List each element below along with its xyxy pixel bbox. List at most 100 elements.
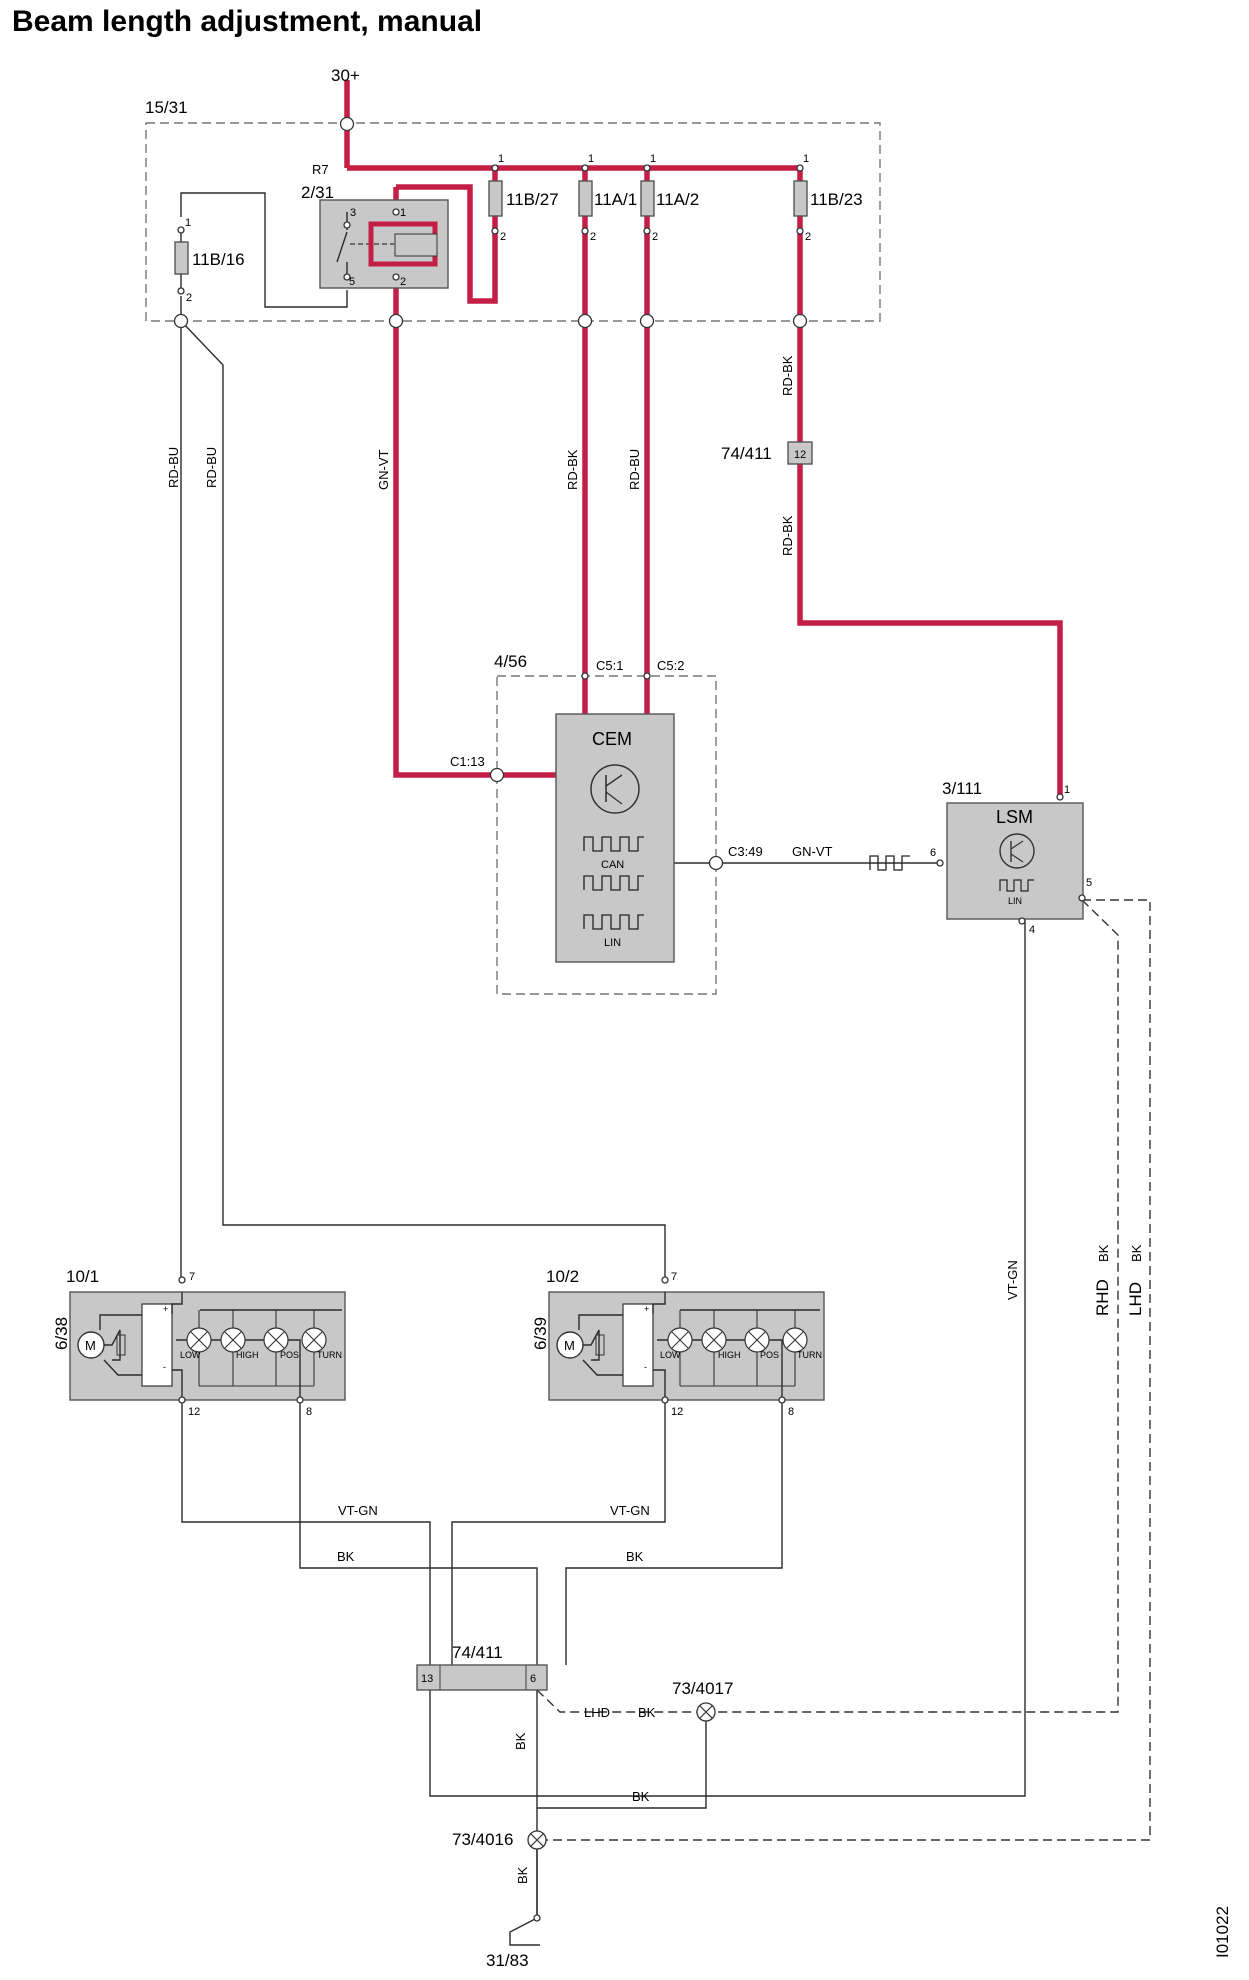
bk-label-4017: BK <box>638 1705 656 1720</box>
fuse-11b23 <box>793 180 808 217</box>
lamp-turn-left: TURN <box>317 1350 342 1360</box>
wire-color-label: BK <box>337 1549 355 1564</box>
cem-label: CEM <box>592 729 632 749</box>
pin-label: + <box>644 1304 649 1314</box>
wire-color-label: VT-GN <box>610 1503 650 1518</box>
pin-label: 1 <box>400 207 406 219</box>
lamp-low-left: LOW <box>180 1350 201 1360</box>
pin-label: 8 <box>306 1406 312 1418</box>
wire-color-label: RD-BU <box>627 449 642 490</box>
pin-label: 1 <box>650 153 656 165</box>
fuse-11b27 <box>488 180 503 217</box>
pin-numbers: 1 2 3 5 1 2 1 1 1 1 2 2 2 2 1 6 5 4 7 7 … <box>163 153 1092 1418</box>
fuse-11b16 <box>174 230 189 288</box>
relay-2-31 <box>319 199 449 289</box>
pin-label: 7 <box>189 1271 195 1283</box>
lamp-high-right: HIGH <box>718 1350 741 1360</box>
c5-2-label: C5:2 <box>657 658 684 673</box>
pin-label: 1 <box>588 153 594 165</box>
c3-49-label: C3:49 <box>728 844 763 859</box>
fuse-11b23-label: 11B/23 <box>810 190 863 209</box>
dashed-wires <box>536 899 1151 1841</box>
pin-label: 4 <box>1029 924 1035 936</box>
lsm-ref-label: 3/111 <box>942 779 982 798</box>
cem-enclosure <box>496 675 717 995</box>
cem-lin-label: LIN <box>604 937 621 949</box>
fuse-11b27-label: 11B/27 <box>506 190 559 209</box>
rhd-label: RHD <box>1093 1279 1112 1316</box>
wire-color-label: VT-GN <box>1005 1260 1020 1300</box>
lsm-label: LSM <box>996 807 1033 827</box>
power-wires <box>344 80 1063 795</box>
lin-signal-symbol <box>869 855 910 871</box>
wire-color-label: GN-VT <box>792 844 833 859</box>
pin-label: - <box>644 1362 647 1372</box>
headlamp-right-label: 10/2 <box>546 1267 579 1286</box>
ground-73-4016 <box>527 1830 547 1850</box>
wire-color-label: VT-GN <box>338 1503 378 1518</box>
wire-color-label: RD-BU <box>166 447 181 488</box>
wire-color-label: RD-BK <box>780 355 795 396</box>
pin-label: - <box>163 1362 166 1372</box>
wire-color-labels: RD-BU RD-BU GN-VT RD-BK RD-BU RD-BK RD-B… <box>52 355 1232 1958</box>
wire-color-label: BK <box>515 1866 530 1884</box>
wire-color-label: GN-VT <box>376 450 391 491</box>
lamp-turn-right: TURN <box>797 1350 822 1360</box>
lamp-pos-left: POS <box>280 1350 299 1360</box>
fusebox-label: 15/31 <box>145 98 188 117</box>
connector-top-pin: 12 <box>794 449 806 461</box>
supply-label: 30+ <box>331 66 360 85</box>
fuse-11a1 <box>578 180 593 217</box>
connector-74-411-bottom <box>416 1664 548 1691</box>
connector-bottom-pin13: 13 <box>421 1673 433 1685</box>
connector-top-label: 74/411 <box>721 444 772 463</box>
pin-label: 2 <box>805 231 811 243</box>
pin-label: 1 <box>185 217 191 229</box>
headlamp-left <box>69 1291 346 1401</box>
wire-color-label: BK <box>632 1789 650 1804</box>
motor-right-symbol: M <box>564 1338 575 1353</box>
relay-ref-label: R7 <box>312 162 329 177</box>
c1-13-label: C1:13 <box>450 754 485 769</box>
ground-4016-label: 73/4016 <box>452 1830 513 1849</box>
horizontal-wire-labels: GN-VT VT-GN VT-GN BK BK BK <box>337 844 833 1804</box>
pin-label: 2 <box>500 231 506 243</box>
pin-label: 5 <box>1086 877 1092 889</box>
pin-label: 6 <box>930 847 936 859</box>
connector-74-411-top <box>787 441 813 465</box>
cem-module <box>555 713 675 963</box>
signal-wires <box>180 192 1026 1946</box>
motor-left-symbol: M <box>85 1338 96 1353</box>
headlamp-left-label: 10/1 <box>66 1267 99 1286</box>
drawing-id: I01022 <box>1213 1906 1232 1958</box>
pin-label: 1 <box>1064 784 1070 796</box>
lhd-label-bottom: LHD <box>584 1705 610 1720</box>
lsm-module <box>946 802 1084 920</box>
wire-color-label: BK <box>1129 1244 1144 1262</box>
connector-bottom-pin6: 6 <box>530 1673 536 1685</box>
pin-label: 1 <box>803 153 809 165</box>
lamp-high-left: HIGH <box>236 1350 259 1360</box>
pin-label: 5 <box>349 276 355 288</box>
pin-label: 8 <box>788 1406 794 1418</box>
fuse-11a2-label: 11A/2 <box>656 190 699 209</box>
wire-color-label: RD-BK <box>565 449 580 490</box>
pin-label: 3 <box>350 207 356 219</box>
motor-left-label: 6/38 <box>52 1317 71 1350</box>
lamp-pos-right: POS <box>760 1350 779 1360</box>
connector-bottom-label: 74/411 <box>452 1643 503 1662</box>
lamp-low-right: LOW <box>660 1350 681 1360</box>
ground-3183-label: 31/83 <box>486 1951 529 1970</box>
cem-box-label: 4/56 <box>494 652 527 671</box>
lsm-lin-label: LIN <box>1008 896 1022 906</box>
c5-1-label: C5:1 <box>596 658 623 673</box>
wire-color-label: BK <box>1096 1244 1111 1262</box>
wire-color-label: RD-BU <box>204 447 219 488</box>
headlamp-right <box>548 1291 825 1401</box>
fuse-11b16-label: 11B/16 <box>192 250 245 269</box>
ground-4017-label: 73/4017 <box>672 1679 733 1698</box>
terminals <box>173 116 1086 1922</box>
fuse-11a2 <box>640 180 655 217</box>
relay-label: 2/31 <box>301 183 334 202</box>
